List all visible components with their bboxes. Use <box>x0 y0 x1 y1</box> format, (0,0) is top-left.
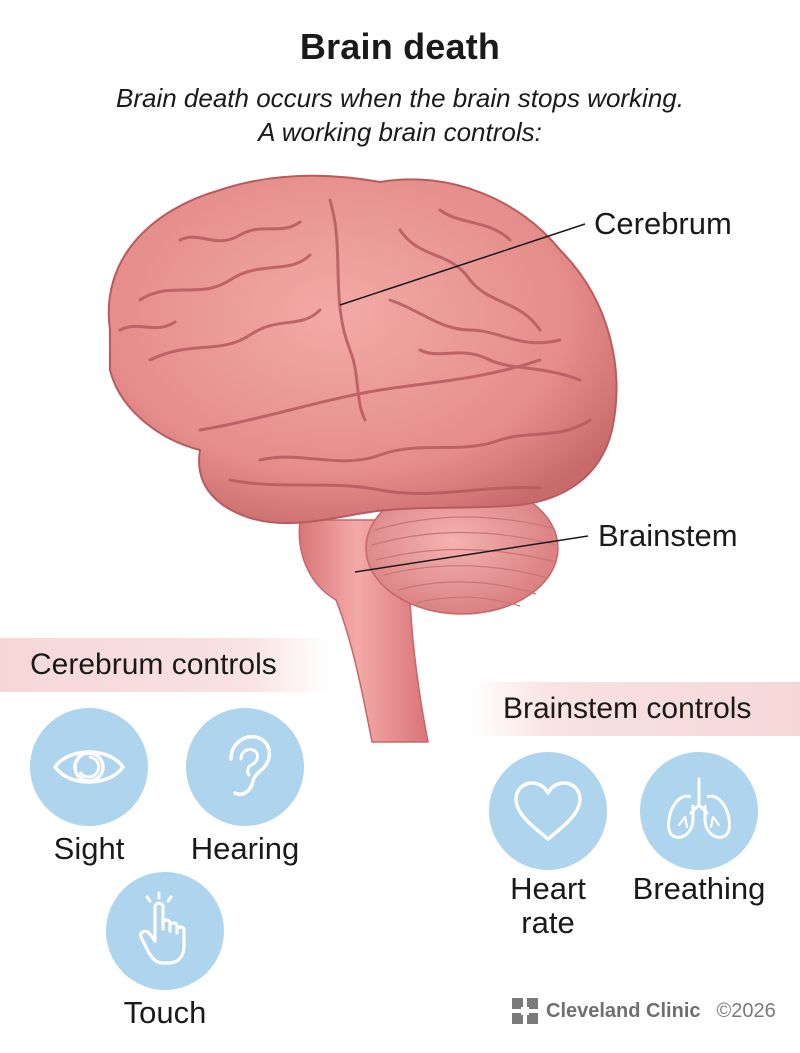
cerebrum-controls-band <box>0 638 330 692</box>
heart-rate-label-line-1: Heart <box>510 871 586 906</box>
brainstem-label: Brainstem <box>598 518 738 553</box>
cerebrum-shape <box>107 174 618 525</box>
breathing-circle <box>640 752 758 870</box>
cerebrum-controls-heading: Cerebrum controls <box>30 648 277 681</box>
brand-name: Cleveland Clinic <box>546 999 701 1022</box>
heart-rate-label-line-2: rate <box>521 905 575 940</box>
touch-circle <box>106 872 224 990</box>
subtitle-line-2: A working brain controls: <box>258 117 542 147</box>
cerebrum-leader-line <box>339 223 586 306</box>
cleveland-clinic-logo-icon <box>512 998 538 1024</box>
heart-icon <box>514 781 582 841</box>
cerebrum-label: Cerebrum <box>594 206 732 241</box>
heart-rate-circle <box>489 752 607 870</box>
hearing-circle <box>186 708 304 826</box>
copyright: ©2026 <box>716 999 776 1022</box>
brainstem-controls-heading: Brainstem controls <box>503 692 752 725</box>
footer: Cleveland Clinic ©2026 <box>512 996 776 1026</box>
lungs-icon <box>667 777 731 839</box>
hearing-label: Hearing <box>190 831 300 866</box>
sight-label: Sight <box>53 831 125 866</box>
touch-hand-icon <box>139 891 186 965</box>
page-title: Brain death <box>299 26 501 67</box>
brainstem-controls-band <box>470 682 800 736</box>
brainstem-leader-line <box>354 535 589 573</box>
eye-icon <box>52 750 126 784</box>
ear-icon <box>229 734 272 796</box>
touch-label: Touch <box>123 995 207 1030</box>
subtitle-line-1: Brain death occurs when the brain stops … <box>116 83 684 113</box>
breathing-label: Breathing <box>632 871 766 906</box>
sight-circle <box>30 708 148 826</box>
